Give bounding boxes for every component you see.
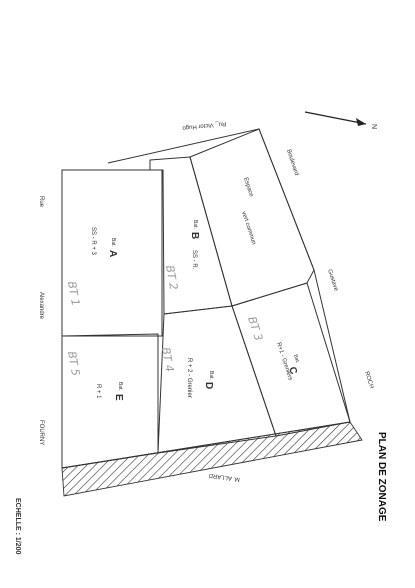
building-a-mark: BT 1 [65,280,82,307]
plan-title: PLAN DE ZONAGE [376,432,387,522]
street-fourny: FOURNY [38,420,44,445]
building-e-letter: E [113,394,124,401]
building-d-letter: D [203,382,214,389]
common-space [189,128,315,307]
building-e-prefix: Bat. [117,382,123,391]
building-c-letter: C [286,366,299,376]
north-label: N [370,124,377,129]
building-a-levels: SS - R + 3 [90,227,96,256]
building-b-levels: SS - R. [191,250,197,270]
top-street-label: Ru_ Victor Hugo [181,120,226,131]
building-a [61,169,163,337]
building-d-prefix: Bat. [208,371,214,380]
building-d [157,305,277,454]
scale-label: ECHELLE : 1/200 [14,498,21,555]
building-a-prefix: Bat. [110,238,116,247]
building-e-levels: R + 1 [95,384,101,399]
street-maillard: M. ALLARD [208,472,241,482]
building-b-letter: B [189,232,200,239]
building-d-levels: R + 2 - Grenier [186,358,192,398]
building-b-mark: BT 2 [163,264,180,291]
building-d-mark: BT 4 [159,346,176,373]
building-b-prefix: Bat. [192,220,198,229]
building-c-prefix: Bat. [292,354,300,364]
building-e [61,333,159,469]
north-arrow-icon [304,111,367,126]
building-c-levels: R+1 - Greniers [275,342,293,381]
street-gustave: Gustave [326,269,339,293]
street-roch: ROCH [363,371,374,390]
street-boulevard: Boulevard [285,149,299,177]
street-rue: Rue [38,196,44,208]
street-alexandre: Alexandre [38,292,44,320]
common-space-line1: Espace [242,177,254,199]
common-space-line2: vert commun [240,211,256,246]
road-hatch [61,421,363,497]
building-c-mark: BT 3 [245,315,265,343]
building-a-letter: A [107,250,118,257]
parcel-outline [61,128,351,469]
building-e-mark: BT 5 [65,350,82,377]
